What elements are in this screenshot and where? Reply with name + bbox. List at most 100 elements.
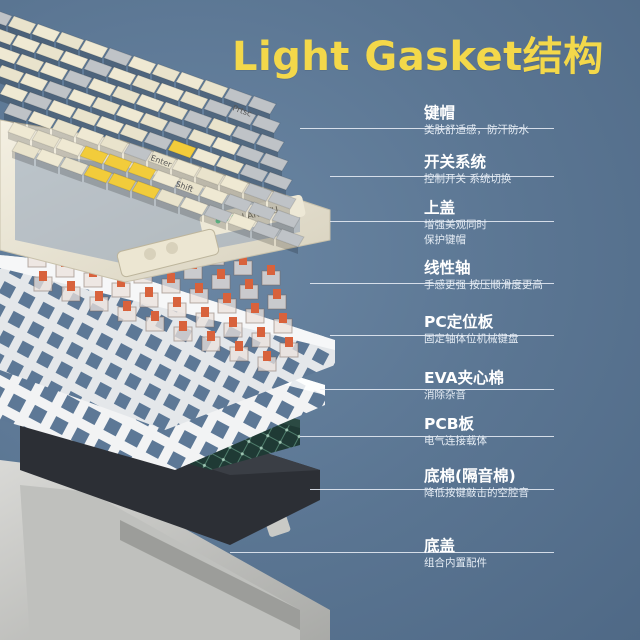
keycap <box>119 123 149 149</box>
keycap <box>211 136 241 162</box>
keycap <box>171 158 201 184</box>
keycap <box>99 134 129 160</box>
keycap <box>131 74 161 100</box>
keycap <box>75 126 105 152</box>
keycap <box>31 129 61 155</box>
keycap <box>155 82 185 108</box>
keycap <box>199 79 229 105</box>
keycap <box>155 188 185 214</box>
keycap <box>143 131 173 157</box>
keycap <box>203 98 233 124</box>
keycap <box>223 87 253 113</box>
keycap <box>187 128 217 154</box>
layer-name: 线性轴 <box>424 259 471 277</box>
keycap <box>135 93 165 119</box>
switch <box>195 307 215 328</box>
keycap <box>179 196 209 222</box>
keycap <box>247 201 277 227</box>
keycap <box>83 164 113 190</box>
keycap <box>107 172 137 198</box>
keycap <box>103 47 133 73</box>
layer-label: EVA夹心棉消除杂音 <box>424 368 634 403</box>
keycap <box>163 120 193 146</box>
keycap <box>63 69 93 95</box>
keycap <box>103 153 133 179</box>
keycap <box>179 90 209 116</box>
keycap <box>23 91 53 117</box>
keycap <box>167 139 197 165</box>
layer-name: PCB板 <box>424 415 475 433</box>
leader-line <box>300 436 554 437</box>
layer-name: 上盖 <box>424 199 456 217</box>
switch <box>139 287 159 308</box>
keycap <box>47 99 77 125</box>
switch <box>211 269 231 290</box>
switch <box>145 311 165 332</box>
keycap <box>67 88 97 114</box>
keycap <box>7 15 37 41</box>
keycap <box>27 110 57 136</box>
switch <box>245 303 265 324</box>
layer-name: PC定位板 <box>424 313 494 331</box>
layer-description: 消除杂音 <box>424 389 466 401</box>
keycap <box>83 58 113 84</box>
layer-description: 增强美观同时 <box>424 219 487 231</box>
keycap <box>203 204 233 230</box>
layer-description: 固定轴体位机械键盘 <box>424 333 519 345</box>
leader-line <box>320 389 554 390</box>
keycap <box>3 102 33 128</box>
keycap <box>35 42 65 68</box>
diagram-title: Light Gasket结构 <box>232 34 604 80</box>
layer-label: 开关系统控制开关 系统切换 <box>424 152 634 187</box>
switch <box>251 327 271 348</box>
control-switch-system <box>116 228 220 278</box>
switch <box>257 351 277 372</box>
layer-label: PCB板电气连接载体 <box>424 414 634 449</box>
switch <box>33 271 53 292</box>
layer-name: EVA夹心棉 <box>424 369 505 387</box>
keycap <box>0 46 21 71</box>
keycap <box>223 193 253 219</box>
switch <box>229 341 249 362</box>
layer-name: 开关系统 <box>424 153 487 171</box>
keycap <box>207 117 237 143</box>
keycap <box>39 61 69 87</box>
keycap <box>127 161 157 187</box>
layer-name: 底盖 <box>424 537 456 555</box>
keycap <box>79 145 109 171</box>
keycap <box>59 156 89 182</box>
keycap <box>227 106 257 132</box>
keycap <box>0 83 29 109</box>
keycap <box>199 185 229 211</box>
switch <box>117 301 137 322</box>
leader-line <box>330 176 554 177</box>
leader-line <box>330 335 554 336</box>
leader-line <box>310 283 554 284</box>
keycap <box>215 155 245 181</box>
switch <box>223 317 243 338</box>
keycap <box>255 133 285 159</box>
keycap <box>267 190 297 216</box>
keycap <box>239 163 269 189</box>
layer-label: 键帽类肤舒适感，防汗防水 <box>424 103 634 138</box>
layer-label: 上盖增强美观同时保护键帽 <box>424 198 634 248</box>
keycap <box>107 66 137 92</box>
switch <box>61 281 81 302</box>
switch <box>267 289 287 310</box>
keycap <box>243 182 273 208</box>
layer-description: 控制开关 系统切换 <box>424 173 512 185</box>
layer-description: 手感更强 按压顺滑度更高 <box>424 279 543 291</box>
keycap <box>55 31 85 57</box>
keycap <box>271 209 301 235</box>
keycap <box>139 112 169 138</box>
keycap <box>35 148 65 174</box>
keycap <box>11 140 41 166</box>
switch <box>201 331 221 352</box>
keycap <box>191 147 221 173</box>
keycap <box>91 96 121 122</box>
switch <box>233 255 253 276</box>
layer-description: 保护键帽 <box>424 234 466 246</box>
switch <box>279 337 299 358</box>
keycap <box>0 28 17 52</box>
